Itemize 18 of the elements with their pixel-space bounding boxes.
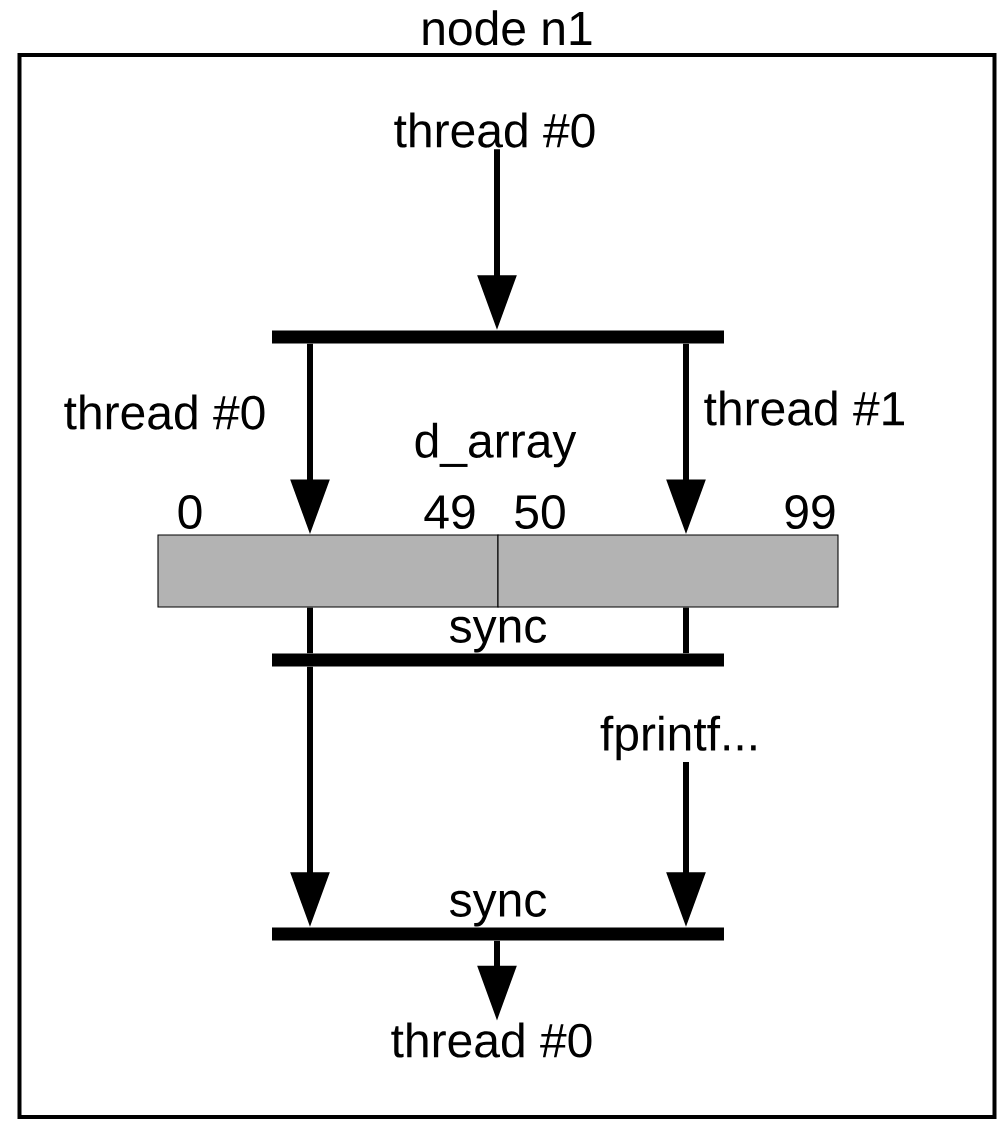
sync-label: sync xyxy=(450,890,547,927)
sync-label: sync xyxy=(450,616,547,653)
thread-label: thread #0 xyxy=(394,112,595,148)
index-label: 50 xyxy=(515,495,565,529)
edge-label: thread #1 xyxy=(702,389,908,427)
connector-line xyxy=(683,607,689,654)
thread-label: fprintf... xyxy=(600,715,756,761)
array-segment xyxy=(497,534,839,608)
array-segment xyxy=(157,534,499,608)
connector-line xyxy=(307,607,313,654)
array-name: d_array xyxy=(415,422,577,468)
edge-label: thread #0 xyxy=(62,393,268,431)
index-label: 49 xyxy=(424,495,475,529)
thread-label: thread #0 xyxy=(391,1022,592,1058)
index-label: 0 xyxy=(178,495,202,529)
sync-bar xyxy=(272,330,724,344)
frame-title: node n1 xyxy=(423,10,592,46)
index-label: 99 xyxy=(785,495,835,529)
